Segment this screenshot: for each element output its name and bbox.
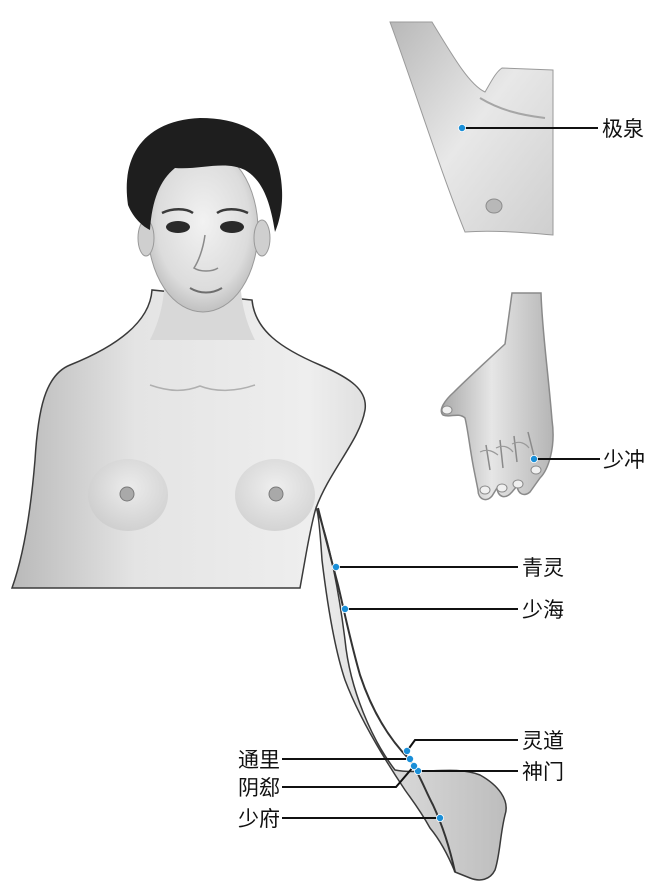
acupoint-jiquan [458,124,465,131]
acupoint-qingling [332,563,339,570]
label-qingling: 青灵 [522,556,564,580]
label-tongli: 通里 [238,748,280,772]
label-yinxi: 阴郄 [238,776,280,800]
acupoint-lingdao [403,747,410,754]
nipple [120,487,134,501]
acupoint-yinxi [410,762,417,769]
ear-right [254,220,270,256]
acupoint-shaochong [530,455,537,462]
head [127,118,282,312]
leader-line-lingdao [407,740,518,751]
label-shaochong: 少冲 [603,448,645,472]
acupoint-shaofu [436,814,443,821]
nipple [486,199,502,213]
eye-right [220,221,244,233]
label-jiquan: 极泉 [602,117,644,141]
label-shaohai: 少海 [522,598,564,622]
eye-left [166,221,190,233]
label-shaofu: 少府 [238,807,280,831]
hand-inset [441,293,553,500]
nipple [269,487,283,501]
acupoint-tongli [406,755,413,762]
label-lingdao: 灵道 [522,729,564,753]
acupoint-shaohai [341,605,348,612]
label-shenmen: 神门 [522,760,564,784]
